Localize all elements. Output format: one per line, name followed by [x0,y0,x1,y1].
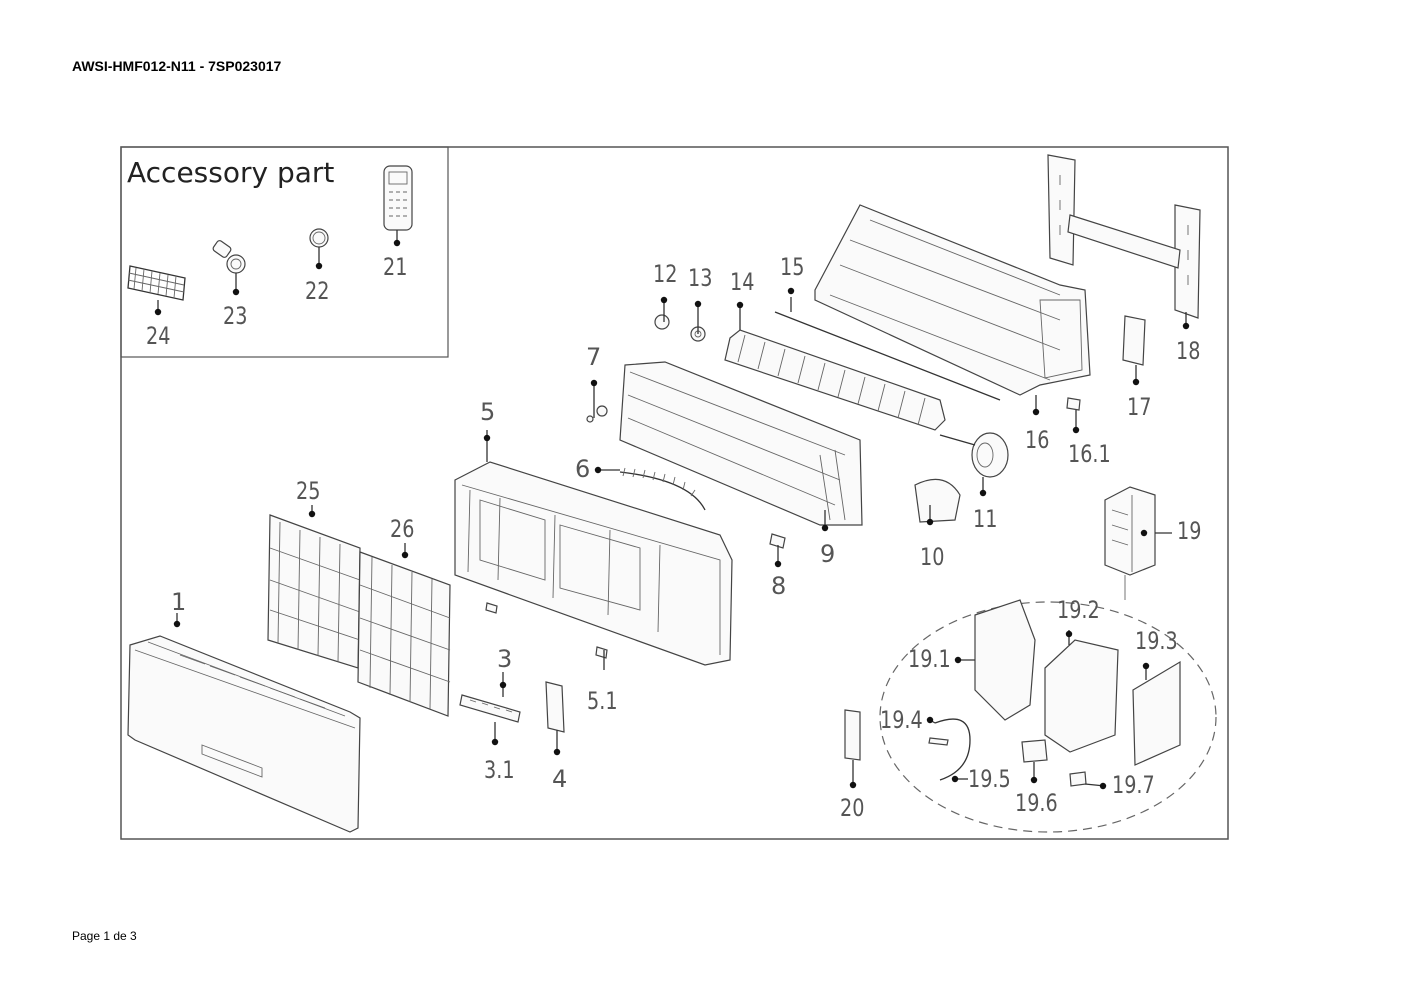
part-label-19-4: 19.4 [880,706,923,734]
part-label-5: 5 [480,398,496,426]
bracket-17-part [1122,315,1146,366]
display-board-part [459,694,521,723]
mounting-plate-part [1047,154,1201,319]
electrical-box-part [1104,486,1156,576]
part-label-10: 10 [920,543,945,571]
part-label-17: 17 [1127,393,1152,421]
part-label-8: 8 [771,572,787,600]
chassis-frame-part [454,461,733,666]
part-label-14: 14 [730,268,755,296]
accessory-filter-mesh-icon [127,265,186,301]
motor-holder-part [914,478,961,523]
accessory-label-24: 24 [146,322,171,350]
board-cover-plate-part [1132,660,1181,766]
part-label-19-6: 19.6 [1015,789,1058,817]
part-label-3-1: 3.1 [484,756,515,784]
control-box-cover-part [974,599,1036,721]
page-footer: Page 1 de 3 [72,929,137,943]
part-label-18: 18 [1176,337,1201,365]
rear-chassis-part [814,204,1091,396]
electrical-cover-part [545,681,565,733]
part-label-19-5: 19.5 [968,765,1011,793]
sensor-holder-part [769,533,786,549]
clip-16-1-part [1066,397,1081,411]
part-label-5-1: 5.1 [587,687,618,715]
air-filter-right-part [357,551,451,717]
accessory-label-23: 23 [223,302,248,330]
clip-small-part [485,602,498,614]
control-box-detail-outline [879,601,1217,833]
part-label-19: 19 [1177,517,1202,545]
front-panel-part [127,635,361,833]
accessory-label-22: 22 [305,277,330,305]
fan-motor-part [939,432,1009,478]
part-label-25: 25 [296,477,321,505]
terminal-block-part [1021,739,1048,763]
leader-lines [173,287,1190,790]
control-board-part [1044,639,1119,753]
part-label-15: 15 [780,253,805,281]
wire-clamp-part [844,709,861,761]
part-label-19-7: 19.7 [1112,771,1155,799]
part-label-16: 16 [1025,426,1050,454]
part-label-20: 20 [840,794,865,822]
accessory-title: Accessory part [127,156,334,189]
part-label-9: 9 [820,540,836,568]
swing-rod-part [774,311,1001,401]
sensor-probe-part [928,737,949,746]
drain-hose-part [619,467,706,511]
accessory-remote-control-icon [383,165,413,231]
accessory-label-21: 21 [383,253,408,281]
document-title: AWSI-HMF012-N11 - 7SP023017 [72,58,282,74]
part-label-7: 7 [586,343,602,371]
part-label-12: 12 [653,260,678,288]
bearing-part [654,314,670,330]
sensor-wire-part [934,718,971,781]
part-label-26: 26 [390,515,415,543]
part-label-3: 3 [497,645,513,673]
part-label-11: 11 [973,505,998,533]
diagram-frame [120,146,1229,840]
accessory-drain-elbow-icon [212,240,246,274]
evaporator-part [619,361,863,526]
part-label-19-1: 19.1 [908,645,951,673]
cap-part [586,405,608,423]
part-label-16-1: 16.1 [1068,440,1111,468]
part-label-4: 4 [552,765,568,793]
accessory-box: Accessory part [120,146,449,358]
part-label-19-2: 19.2 [1057,596,1100,624]
part-label-13: 13 [688,264,713,292]
part-label-19-3: 19.3 [1135,627,1178,655]
part-label-6: 6 [575,455,591,483]
part-label-1: 1 [171,588,187,616]
